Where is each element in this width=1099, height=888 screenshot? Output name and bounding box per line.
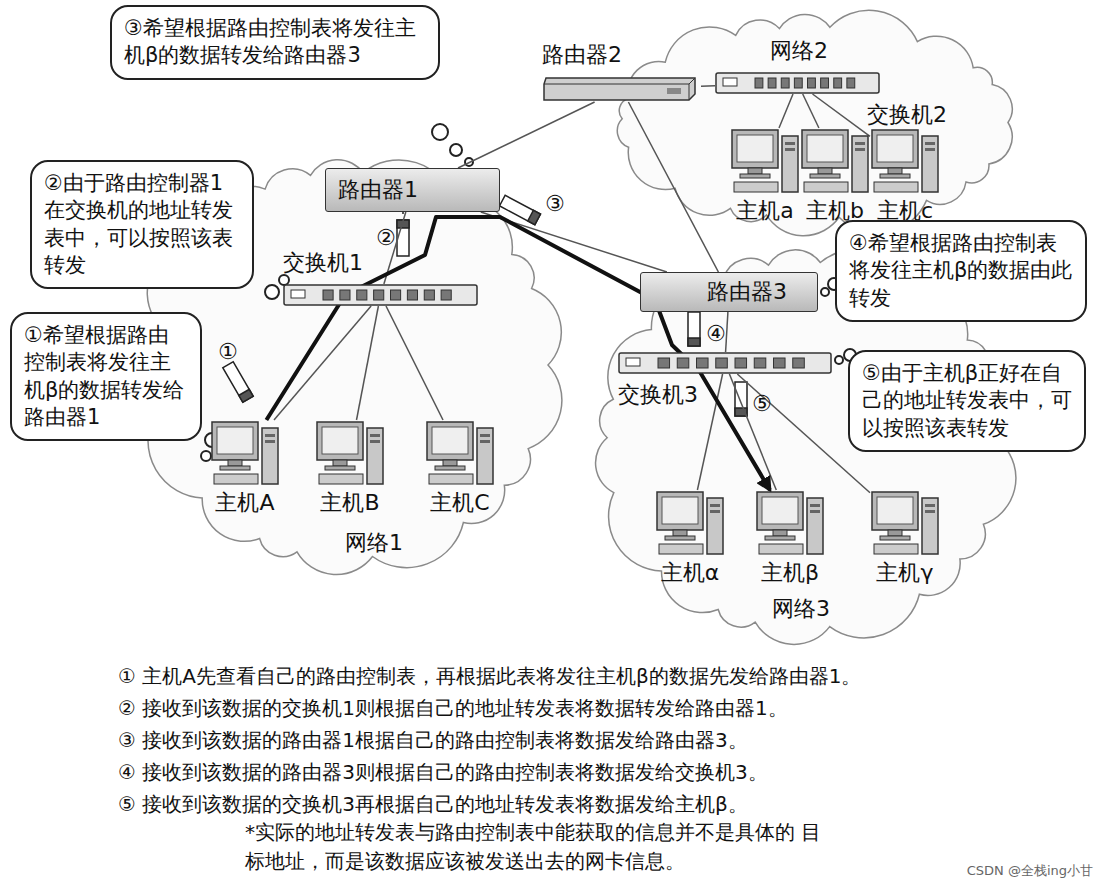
- computer-icon: [870, 490, 940, 558]
- callout-bubble: ②由于路由控制器1在交换机的地址转发表中，可以按照该表转发: [30, 160, 254, 289]
- computer-icon: [425, 420, 495, 488]
- host-computer: 主机γ: [860, 490, 950, 588]
- switch-body: [715, 72, 880, 94]
- host-computer: 主机β: [745, 490, 835, 588]
- computer-icon: [425, 420, 495, 488]
- host-computer: 主机B: [305, 420, 395, 518]
- step-text: ③ 接收到该数据的路由器1根据自己的路由控制表将数据发给路由器3。: [118, 726, 748, 755]
- computer-icon: [870, 490, 940, 558]
- router-body: [542, 76, 697, 102]
- router: 路由器1: [325, 168, 500, 212]
- callout-bubble: ⑤由于主机β正好在自己的地址转发表中，可以按照该表转发: [848, 350, 1086, 452]
- callout-number: ③: [545, 188, 565, 220]
- computer-icon: [755, 490, 825, 558]
- switch: 交换机3: [618, 352, 832, 410]
- callout-text: ④希望根据路由控制表将发往主机β的数据由此转发: [849, 230, 1073, 312]
- switch-body: [283, 284, 478, 306]
- network-label: 网络1: [345, 528, 403, 558]
- host-computer: 主机a: [730, 128, 800, 226]
- router: 路由器3: [640, 272, 818, 312]
- callout-number: ①: [218, 336, 238, 368]
- host-computer: 主机α: [645, 490, 735, 588]
- step-text: ⑤ 接收到该数据的交换机3再根据自己的地址转发表将数据发给主机β。: [118, 790, 748, 819]
- watermark: CSDN @全栈ing小甘: [967, 862, 1093, 881]
- host-label: 主机γ: [876, 558, 933, 588]
- step-text: ② 接收到该数据的交换机1则根据自己的地址转发表将数据转发给路由器1。: [118, 694, 788, 723]
- computer-icon: [210, 420, 280, 488]
- computer-icon: [870, 128, 940, 196]
- computer-icon: [755, 490, 825, 558]
- computer-icon: [315, 420, 385, 488]
- host-label: 主机β: [761, 558, 819, 588]
- callout-text: ⑤由于主机β正好在自己的地址转发表中，可以按照该表转发: [862, 360, 1072, 442]
- switch-label: 交换机3: [618, 380, 698, 410]
- callout-text: ③希望根据路由控制表将发往主机β的数据转发给路由器3: [124, 15, 426, 70]
- computer-icon: [730, 128, 800, 196]
- router-label: 路由器2: [542, 40, 701, 70]
- network-label: 网络2: [770, 36, 828, 66]
- host-computer: 主机A: [200, 420, 290, 518]
- step-text: ① 主机A先查看自己的路由控制表，再根据此表将发往主机β的数据先发给路由器1。: [118, 662, 861, 691]
- callout-number: ④: [706, 318, 726, 350]
- callout-number: ②: [376, 222, 396, 254]
- network-label: 网络3: [772, 594, 830, 624]
- switch: 交换机1: [283, 248, 478, 306]
- computer-icon: [800, 128, 870, 196]
- host-computer: 主机C: [415, 420, 505, 518]
- router: 路由器2: [542, 40, 701, 102]
- computer-icon: [210, 420, 280, 488]
- callout-bubble: ③希望根据路由控制表将发往主机β的数据转发给路由器3: [110, 5, 440, 80]
- switch-label: 交换机2: [867, 100, 947, 130]
- network-link: [458, 102, 595, 168]
- switch-label: 交换机1: [283, 248, 363, 278]
- computer-icon: [655, 490, 725, 558]
- computer-icon: [870, 128, 940, 196]
- callout-number: ⑤: [752, 388, 772, 420]
- host-label: 主机C: [430, 488, 489, 518]
- computer-icon: [800, 128, 870, 196]
- host-computer: 主机b: [800, 128, 870, 226]
- computer-icon: [315, 420, 385, 488]
- host-computer: 主机c: [870, 128, 940, 226]
- computer-icon: [655, 490, 725, 558]
- callout-text: ②由于路由控制器1在交换机的地址转发表中，可以按照该表转发: [44, 170, 240, 279]
- switch-body: [715, 72, 880, 94]
- host-label: 主机a: [736, 196, 793, 226]
- switch-body: [618, 352, 832, 374]
- router-label: 路由器1: [338, 175, 418, 205]
- step-text: ④ 接收到该数据的路由器3则根据自己的路由控制表将数据发给交换机3。: [118, 758, 768, 787]
- host-label: 主机A: [215, 488, 274, 518]
- switch-body: [618, 352, 832, 374]
- callout-text: ①希望根据路由控制表将发往主机β的数据转发给路由器1: [24, 322, 188, 431]
- note-text: *实际的地址转发表与路由控制表中能获取的信息并不是具体的 目标地址，而是该数据应…: [245, 818, 825, 876]
- callout-bubble: ④希望根据路由控制表将发往主机β的数据由此转发: [835, 220, 1087, 322]
- switch-body: [283, 284, 478, 306]
- host-label: 主机B: [320, 488, 379, 518]
- network-cloud: 网络2 交换机2 主机a主机b主机c: [600, 5, 1030, 240]
- router-body: [542, 76, 701, 102]
- router-label: 路由器3: [707, 277, 787, 307]
- host-label: 主机α: [661, 558, 720, 588]
- callout-bubble: ①希望根据路由控制表将发往主机β的数据转发给路由器1: [10, 312, 202, 441]
- computer-icon: [730, 128, 800, 196]
- switch: 交换机2: [715, 72, 947, 130]
